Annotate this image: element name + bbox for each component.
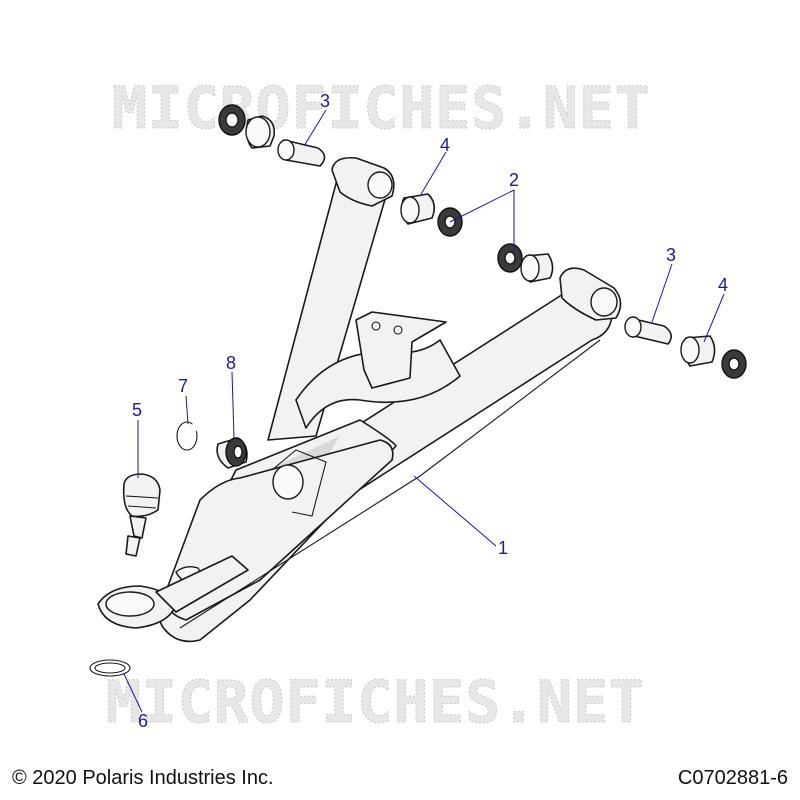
callout-5: 5 xyxy=(132,400,142,420)
bushing-part-8 xyxy=(216,437,248,469)
a-arm-part xyxy=(97,156,622,643)
watermark-bottom: MICROFICHES.NET xyxy=(106,668,645,736)
ball-joint-part-5 xyxy=(122,473,161,557)
callout-6: 6 xyxy=(138,711,148,731)
bushing-set-right xyxy=(624,316,747,379)
snap-ring-part-6 xyxy=(89,659,131,677)
retaining-ring-part-7 xyxy=(176,421,198,451)
callout-3-right: 3 xyxy=(666,245,676,265)
diagram-code: C0702881-6 xyxy=(677,767,788,789)
copyright-notice: © 2020 Polaris Industries Inc. xyxy=(12,767,274,789)
callout-7: 7 xyxy=(178,376,188,396)
callout-4-upper: 4 xyxy=(440,135,450,155)
leader-lines xyxy=(123,109,725,713)
callouts: 3 4 2 3 4 8 7 5 1 6 xyxy=(132,91,728,731)
callout-4-right: 4 xyxy=(718,275,728,295)
callout-3-upper: 3 xyxy=(320,91,330,111)
watermark-top: MICROFICHES.NET xyxy=(112,74,651,142)
bushing-set-upper xyxy=(218,104,554,283)
callout-1: 1 xyxy=(498,538,508,558)
callout-8: 8 xyxy=(226,353,236,373)
callout-2: 2 xyxy=(509,170,519,190)
